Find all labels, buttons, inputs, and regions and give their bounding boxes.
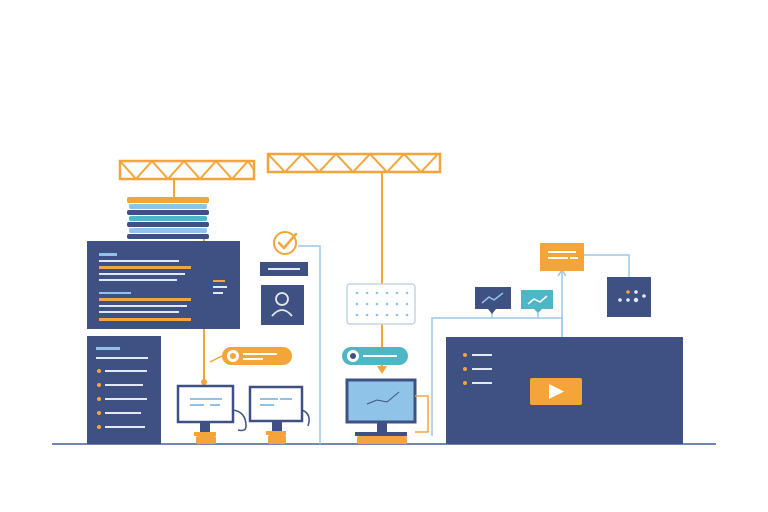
desktop-monitor-icon [248,385,304,444]
video-panel [446,337,683,444]
checkmark-circle-icon [273,231,298,255]
connector-line [584,254,630,278]
dot-grid-card [346,283,416,325]
desktop-monitor-icon [345,378,417,444]
dot-grid-icon [607,277,651,317]
connector-line [298,245,321,444]
left-list-panel [87,336,161,444]
left-crane [118,159,256,197]
line-chart-icon [475,287,511,314]
middle-crane [266,152,442,374]
status-badge-teal [342,347,408,365]
line-chart-icon [521,290,553,313]
status-badge-orange [222,347,292,365]
stacked-layers-icon [127,197,209,239]
user-profile-icon [261,285,304,325]
message-card [540,243,584,271]
left-document-panel [87,241,240,329]
play-button-icon [530,378,582,405]
desktop-monitor-icon [176,384,235,444]
